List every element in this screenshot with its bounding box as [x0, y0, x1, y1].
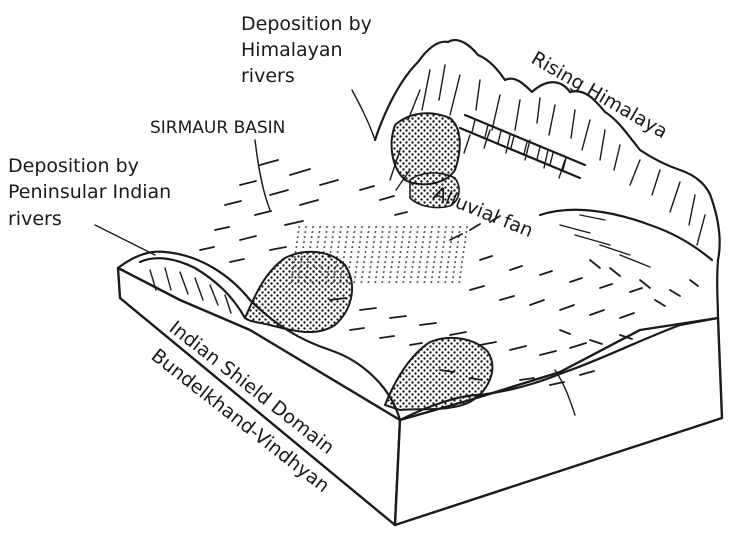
label-sirmaur-basin: SIRMAUR BASIN — [150, 118, 285, 138]
label-himalayan-deposition: Deposition by Himalayan rivers — [241, 13, 378, 87]
right-valley — [540, 210, 712, 260]
label-rising-himalaya: Rising Himalaya — [528, 47, 672, 143]
right-valley-hatching — [560, 215, 650, 267]
leader-peninsular-deposition — [95, 225, 155, 255]
leader-himalayan-deposition — [352, 90, 375, 140]
himalaya-valley — [460, 115, 585, 178]
leader-sirmaur-basin — [255, 140, 270, 210]
label-peninsular-deposition: Deposition by Peninsular Indian rivers — [8, 155, 177, 230]
peninsular-fan-left — [245, 252, 352, 332]
